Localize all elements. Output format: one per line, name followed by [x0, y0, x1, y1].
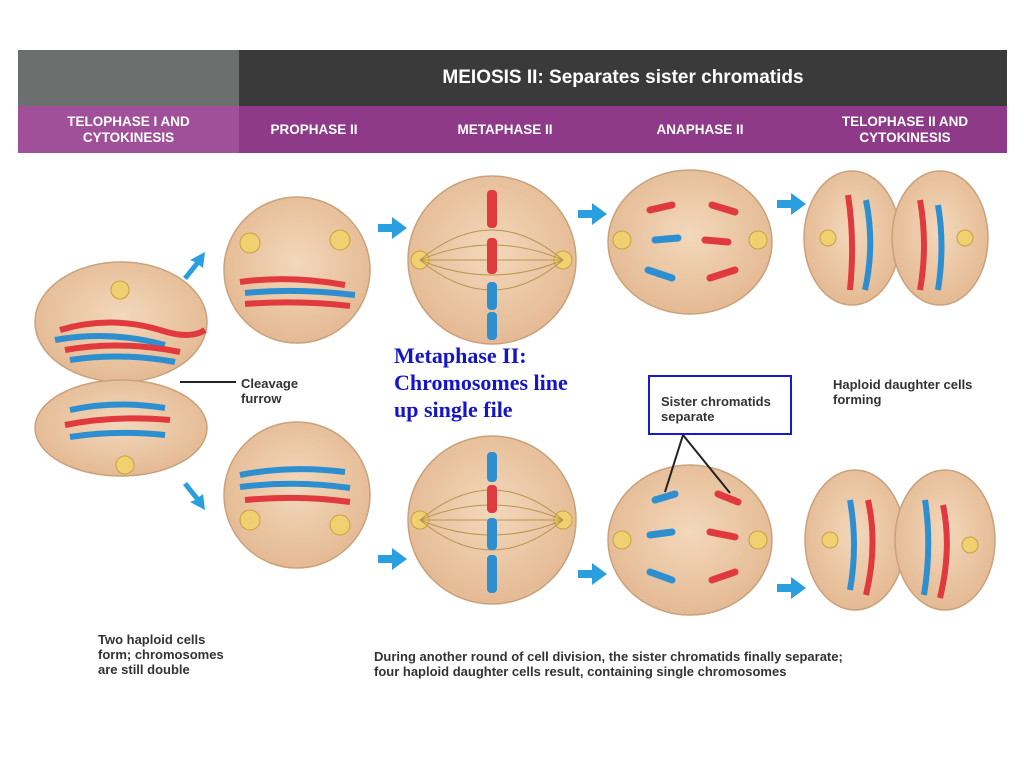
arrow-icon	[578, 563, 607, 585]
phase-metaphase-2: METAPHASE II	[457, 121, 553, 137]
phase-telophase-1: TELOPHASE I AND CYTOKINESIS	[67, 113, 190, 145]
metaphase-note: Metaphase II: Chromosomes line up single…	[394, 343, 568, 422]
anaphase2-cell-bottom	[607, 464, 773, 616]
telophase1-cell-bottom	[34, 379, 208, 477]
arrows	[183, 193, 806, 599]
haploid-forming-label: Haploid daughter cells forming	[833, 377, 973, 407]
metaphase2-cell-bottom	[407, 435, 577, 605]
telophase1-cell-top	[34, 261, 208, 383]
two-haploid-label: Two haploid cells form; chromosomes are …	[98, 632, 224, 677]
phase-prophase-2: PROPHASE II	[270, 121, 358, 137]
pointer-line-left	[664, 434, 684, 493]
anaphase2-cell-top	[607, 169, 773, 315]
arrow-icon	[777, 193, 806, 215]
phase-telophase-2: TELOPHASE II AND CYTOKINESIS	[841, 113, 969, 145]
metaphase2-cell-top	[407, 175, 577, 345]
telophase2-cells-bottom	[804, 469, 996, 611]
arrow-icon	[378, 548, 407, 570]
cleavage-furrow-label: Cleavage furrow	[241, 376, 299, 406]
header-title: MEIOSIS II: Separates sister chromatids	[239, 50, 1007, 106]
sister-chromatids-label: Sister chromatids separate	[661, 394, 771, 424]
phase-bar-telophase1	[18, 106, 239, 153]
sister-chromatids-box: Sister chromatids separate	[648, 375, 792, 435]
header-left-block	[18, 50, 239, 106]
arrow-icon	[578, 203, 607, 225]
arrow-icon	[183, 252, 205, 280]
arrow-icon	[378, 217, 407, 239]
prophase2-cell-bottom	[223, 421, 371, 569]
arrow-icon	[777, 577, 806, 599]
arrow-icon	[183, 482, 205, 510]
prophase2-cell-top	[223, 196, 371, 344]
phase-anaphase-2: ANAPHASE II	[656, 121, 744, 137]
during-division-label: During another round of cell division, t…	[374, 649, 843, 679]
pointer-line-right	[682, 434, 731, 494]
telophase2-cells-top	[803, 170, 989, 306]
